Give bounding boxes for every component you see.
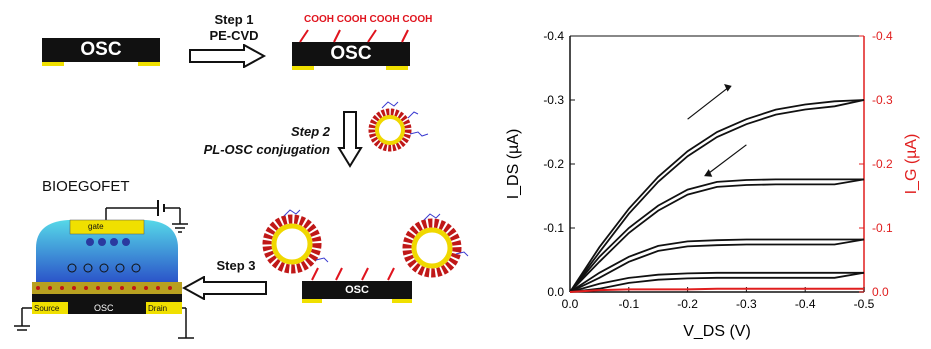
- iv-curve-return: [569, 99, 865, 293]
- cooh-label: COOH COOH COOH COOH: [304, 14, 433, 25]
- electrode-right: [138, 58, 160, 66]
- device-osc-label: OSC: [94, 303, 114, 313]
- y-tick-label-right: -0.4: [872, 29, 893, 43]
- step1-arrow-icon: [189, 44, 267, 68]
- step1-title: Step 1: [214, 12, 254, 27]
- y-tick-label-left: 0.0: [547, 285, 564, 299]
- iv-curve: [569, 99, 865, 293]
- cooh-groups: [311, 267, 395, 281]
- x-tick-label: -0.3: [736, 297, 757, 311]
- y-tick-label-left: -0.2: [543, 157, 564, 171]
- source-label: Source: [34, 304, 60, 313]
- x-tick-label: -0.5: [854, 297, 875, 311]
- x-tick-label: -0.1: [618, 297, 639, 311]
- cooh-groups: [299, 29, 409, 43]
- osc-layer-functionalized: OSC: [292, 42, 410, 66]
- device-title: BIOEGOFET: [42, 178, 130, 195]
- osc-layer: OSC: [42, 38, 160, 62]
- sweep-arrowhead-forward: [724, 84, 732, 92]
- electrode-right: [386, 62, 408, 70]
- electrode-right: [392, 296, 412, 303]
- step2-desc: PL-OSC conjugation: [203, 142, 330, 157]
- y-axis-label-right: I_G (µA): [903, 134, 920, 195]
- step3-title: Step 3: [216, 258, 256, 273]
- sweep-arrowhead-reverse: [704, 169, 713, 177]
- gate-label: gate: [88, 222, 104, 231]
- step3-arrow-icon: [182, 276, 267, 300]
- y-tick-label-right: -0.1: [872, 221, 893, 235]
- iv-curve: [569, 178, 864, 293]
- iv-curve-return: [569, 271, 865, 293]
- y-tick-label-left: -0.3: [543, 93, 564, 107]
- electrode-left: [42, 58, 64, 66]
- y-tick-label-left: -0.4: [543, 29, 564, 43]
- step2-title: Step 2: [290, 124, 330, 139]
- x-tick-label: 0.0: [562, 297, 579, 311]
- iv-curve: [569, 238, 864, 293]
- x-tick-label: -0.4: [795, 297, 816, 311]
- y-tick-label-right: 0.0: [872, 285, 889, 299]
- x-axis-label: V_DS (V): [683, 323, 751, 340]
- step2-arrow-icon: [337, 111, 363, 168]
- iv-chart: 0.0-0.1-0.2-0.3-0.4-0.50.0-0.1-0.2-0.3-0…: [505, 29, 920, 340]
- drain-label: Drain: [148, 304, 168, 313]
- x-tick-label: -0.2: [677, 297, 698, 311]
- step1-method: PE-CVD: [209, 28, 259, 43]
- liposome-icon: [368, 101, 429, 152]
- liposome-icon: [402, 213, 469, 278]
- bioegofet-device: [14, 200, 194, 339]
- liposome-icon: [262, 209, 329, 274]
- electrode-left: [292, 62, 314, 70]
- osc-layer-conjugated: OSC: [302, 281, 412, 299]
- iv-curve: [569, 271, 864, 293]
- sweep-arrow-forward: [687, 86, 730, 120]
- y-tick-label-right: -0.3: [872, 93, 893, 107]
- gate-current-curve: [569, 287, 864, 293]
- y-tick-label-right: -0.2: [872, 157, 893, 171]
- electrode-left: [302, 296, 322, 303]
- y-tick-label-left: -0.1: [543, 221, 564, 235]
- iv-curve-return: [569, 238, 865, 293]
- y-axis-label-left: I_DS (µA): [505, 129, 522, 200]
- iv-curve-return: [569, 178, 865, 293]
- sweep-arrow-reverse: [707, 144, 747, 175]
